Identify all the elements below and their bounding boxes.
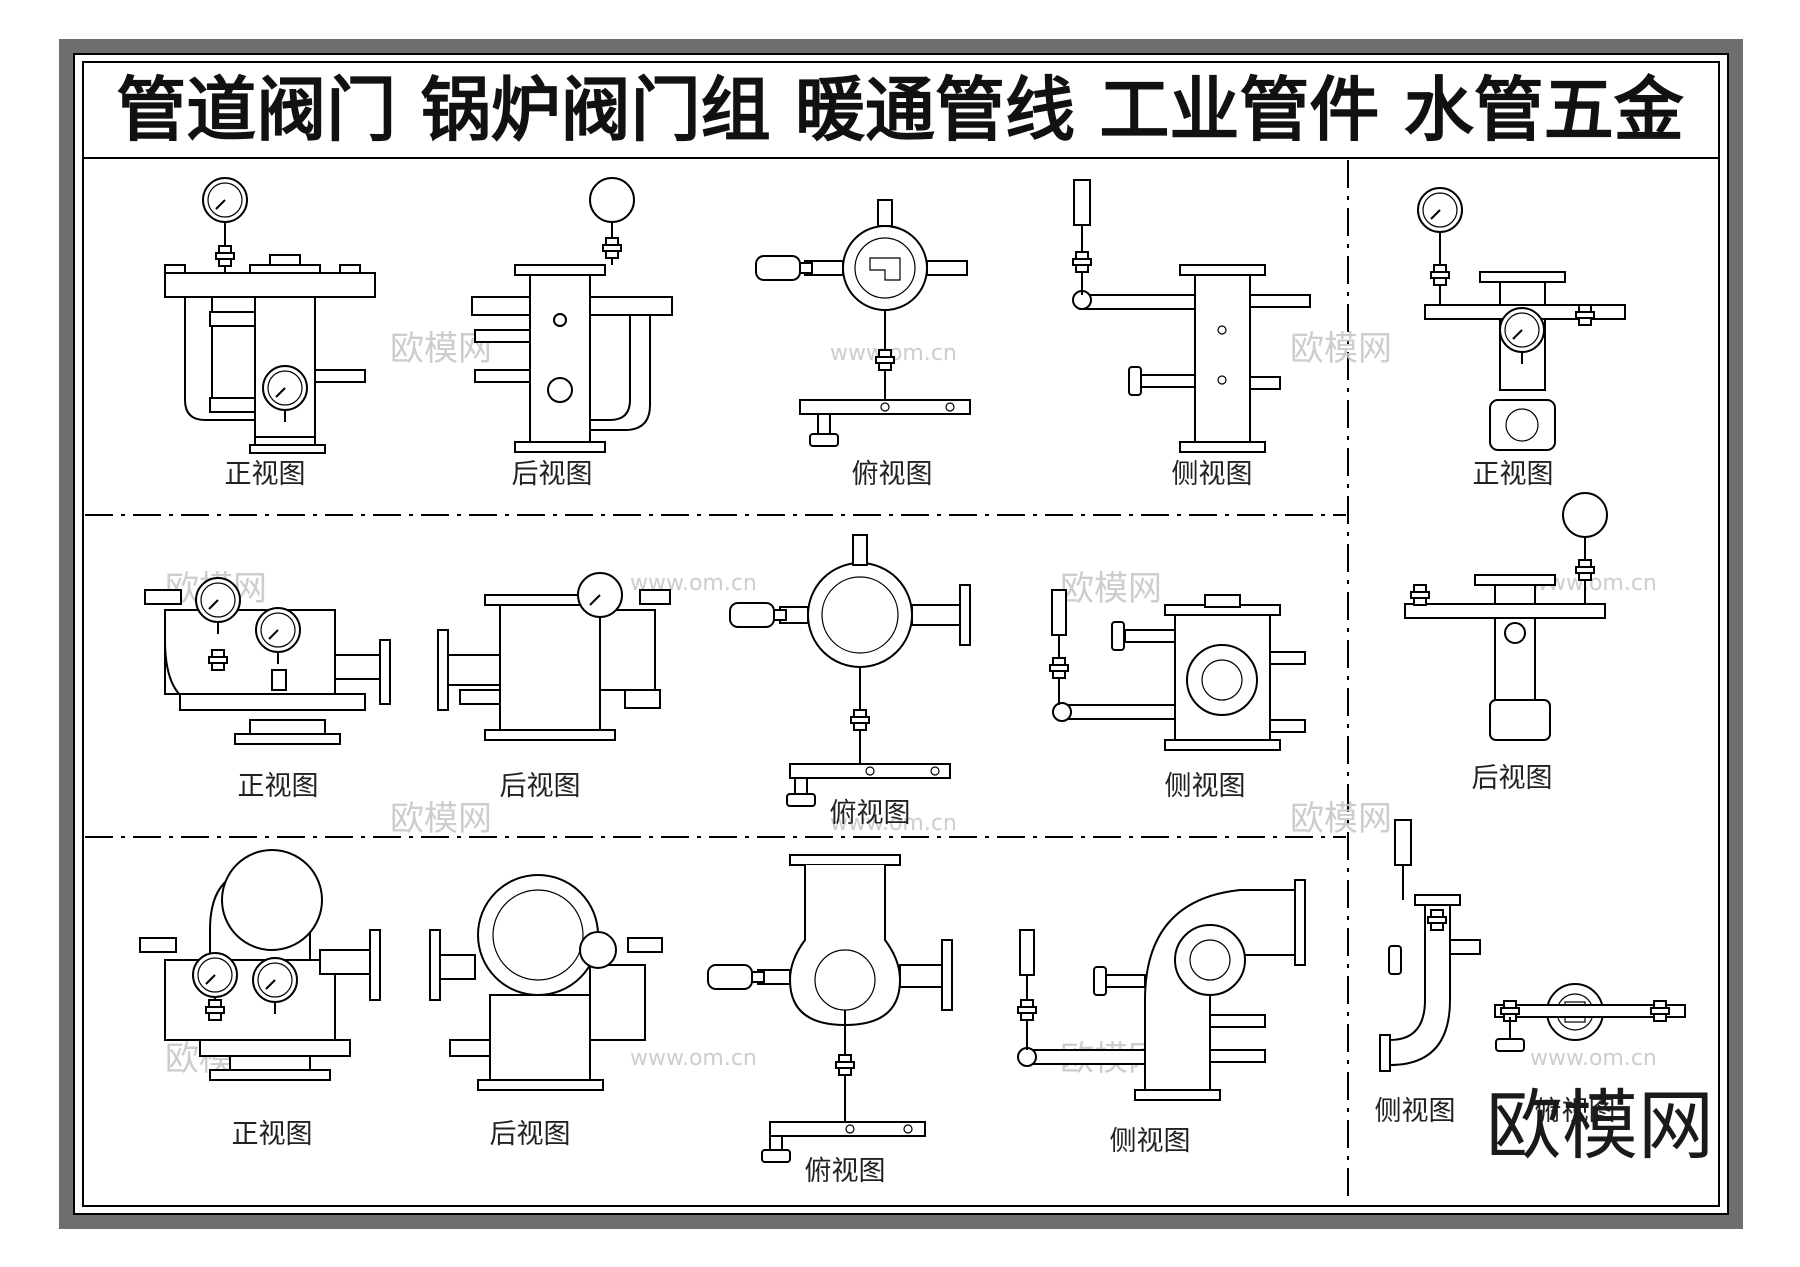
- r1-back-view-drawing: [471, 177, 673, 453]
- caption-right-side: 侧视图: [1375, 1096, 1456, 1127]
- caption-r3-front: 正视图: [232, 1119, 313, 1150]
- sheet-title: 管道阀门 锅炉阀门组 暖通管线 工业管件 水管五金: [116, 69, 1684, 151]
- caption-r3-side: 侧视图: [1110, 1126, 1191, 1157]
- right-front-view-drawing: [1417, 187, 1626, 451]
- r1-front-view-drawing: [164, 177, 376, 454]
- watermark-brand: 欧模网: [1060, 569, 1162, 609]
- caption-r1-top: 俯视图: [852, 459, 933, 490]
- caption-r3-top: 俯视图: [805, 1156, 886, 1187]
- watermark-url: www.om.cn: [830, 811, 957, 836]
- watermark-url: www.om.cn: [630, 1046, 757, 1071]
- watermark-brand: 欧模网: [390, 799, 492, 839]
- caption-r2-top: 俯视图: [830, 798, 911, 829]
- r3-front-view-drawing: [139, 849, 381, 1081]
- r1-side-view-drawing: [1072, 179, 1311, 453]
- caption-r2-side: 侧视图: [1165, 771, 1246, 802]
- drawing-border: [82, 61, 1720, 1207]
- r3-side-view-drawing: [1017, 879, 1306, 1101]
- outer-frame: [59, 39, 1743, 1229]
- caption-right-top: 俯视图: [1535, 1096, 1616, 1127]
- watermark-layer: 欧模网 欧模网 欧模网 欧模网 欧模网 欧模网 欧模网 欧模网 www.om.c…: [165, 329, 1657, 1079]
- right-top-view-drawing: [1494, 983, 1686, 1052]
- inner-frame: [73, 53, 1729, 1215]
- caption-r2-back: 后视图: [500, 771, 581, 802]
- r2-back-view-drawing: [437, 572, 671, 741]
- caption-right-back: 后视图: [1472, 763, 1553, 794]
- caption-r1-side: 侧视图: [1172, 459, 1253, 490]
- watermark-brand: 欧模网: [1290, 329, 1392, 369]
- right-side-view-drawing: [1379, 819, 1481, 1072]
- caption-r1-front: 正视图: [225, 459, 306, 490]
- r3-back-view-drawing: [429, 874, 663, 1091]
- r3-top-view-drawing: [707, 854, 953, 1163]
- r1-top-view-drawing: [755, 199, 971, 447]
- caption-r3-back: 后视图: [490, 1119, 571, 1150]
- watermark-brand: 欧模网: [1290, 799, 1392, 839]
- brand-watermark: 欧模网: [1486, 1081, 1714, 1170]
- caption-right-front: 正视图: [1473, 459, 1554, 490]
- r2-front-view-drawing: [144, 577, 391, 745]
- right-back-view-drawing: [1404, 492, 1608, 741]
- r2-side-view-drawing: [1049, 589, 1306, 751]
- caption-r2-front: 正视图: [238, 771, 319, 802]
- caption-r1-back: 后视图: [512, 459, 593, 490]
- watermark-url: www.om.cn: [1530, 1046, 1657, 1071]
- r2-top-view-drawing: [729, 534, 971, 807]
